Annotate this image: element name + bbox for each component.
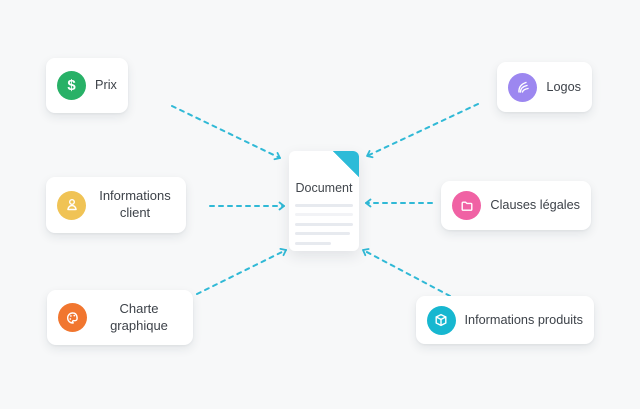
document-text-line [295,232,351,236]
document-fold-corner [333,151,359,177]
card-clauses-legales: Clauses légales [441,181,591,230]
dollar-icon: $ [57,71,86,100]
card-label: Charte graphique [110,300,168,333]
document-text-line [295,222,353,226]
folder-icon [452,191,482,220]
feather-icon [508,72,538,102]
palette-icon [58,303,87,332]
document-text-line [295,213,353,217]
card-label: Clauses légales [490,198,580,213]
arrow-charte-to-document [196,247,287,295]
card-informations-client: Informations client [46,177,186,233]
arrow-produits-to-document [362,248,451,297]
dollar-glyph: $ [67,77,76,94]
card-prix: $ Prix [46,58,128,113]
card-label: Prix [95,78,117,93]
document-node: Document [289,151,359,251]
card-logos: Logos [497,62,592,112]
arrow-logos-to-document [366,103,479,159]
cube-icon [426,305,456,335]
document-text-line [295,241,331,245]
card-label: Informations client [99,188,171,220]
card-informations-produits: Informations produits [415,296,594,344]
document-title: Document [295,181,353,195]
card-label: Informations produits [464,312,583,327]
arrow-prix-to-document [171,105,281,161]
user-icon [57,190,86,220]
card-charte-graphique: Charte graphique [47,290,193,345]
card-label: Logos [546,79,581,94]
document-text-line [295,204,353,207]
